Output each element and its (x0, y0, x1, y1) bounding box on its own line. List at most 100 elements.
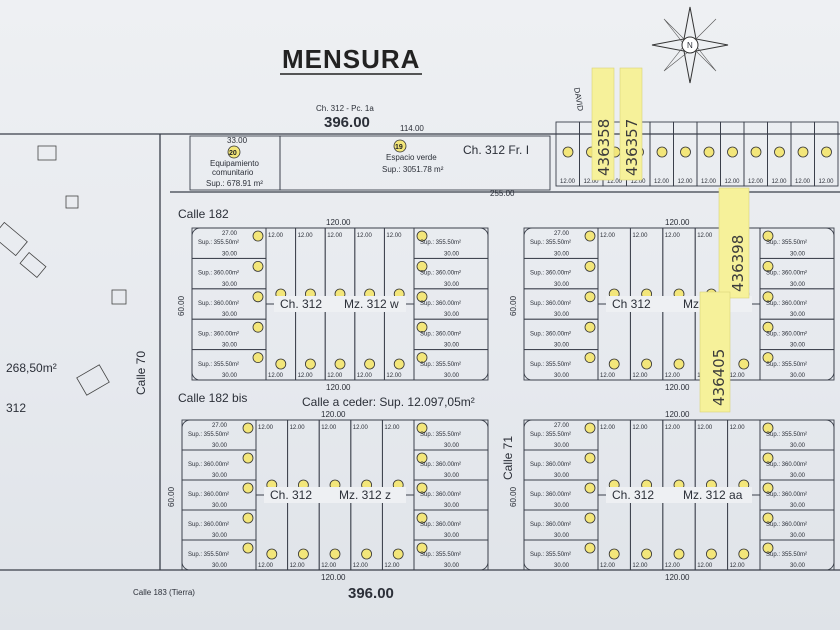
lot-width-label: 30.00 (554, 443, 570, 449)
lot-area-label: Sup.: 360.00m² (530, 331, 571, 337)
lot-number-marker (641, 358, 652, 370)
left-buildings (0, 145, 127, 396)
block-length-label: 120.00 (321, 573, 346, 582)
lot-number-marker (762, 452, 774, 464)
lot-number-marker (673, 548, 685, 560)
lot-number-marker (762, 291, 774, 303)
lot-area-label: Sup.: 355.50m² (766, 362, 807, 368)
lot-number-marker (762, 512, 774, 524)
lot-width-label: 12.00 (632, 425, 648, 431)
lot-width-label: 12.00 (665, 425, 681, 431)
lot-area-label: Sup.: 355.50m² (530, 552, 571, 558)
lot-dim-label: 12.00 (631, 179, 647, 185)
block-length-label: 120.00 (665, 383, 690, 392)
lot-width-label: 12.00 (730, 425, 746, 431)
block-label-bg (274, 296, 406, 312)
equipamiento-line2: comunitario (212, 168, 254, 177)
lot-width-label: 30.00 (222, 251, 238, 257)
lot-area-label: Sup.: 360.00m² (766, 301, 807, 307)
lot-area-label: Sup.: 360.00m² (198, 271, 239, 277)
lot-width-label: 30.00 (212, 503, 228, 509)
block-ch-label: Ch. 312 (270, 488, 312, 502)
lot-number-marker (608, 548, 620, 560)
lot-area-label: Sup.: 355.50m² (766, 432, 807, 438)
block-corner-dim: 27.00 (212, 423, 228, 429)
lot-width-label: 30.00 (444, 282, 460, 288)
block-label-bg (606, 487, 752, 503)
lot-number-marker (364, 358, 376, 370)
lot-area-label: Sup.: 355.50m² (420, 432, 461, 438)
lot-area-label: Sup.: 360.00m² (530, 492, 571, 498)
lot-area-label: Sup.: 355.50m² (766, 240, 807, 246)
lot-area-label: Sup.: 360.00m² (420, 522, 461, 528)
lot-number-marker (242, 422, 254, 434)
equipamiento-line1: Equipamiento (210, 159, 259, 168)
lot-width-label: 12.00 (327, 373, 343, 379)
lot-area-label: Sup.: 360.00m² (766, 462, 807, 468)
lot-dim-label: 12.00 (725, 179, 741, 185)
lot-width-label: 12.00 (632, 563, 648, 569)
lot-number-marker (416, 542, 428, 554)
lot-width-label: 30.00 (222, 282, 238, 288)
lot-width-label: 12.00 (730, 563, 746, 569)
lot-area-label: Sup.: 355.50m² (420, 362, 461, 368)
lot-width-label: 12.00 (600, 373, 616, 379)
lot-number-marker (416, 452, 428, 464)
lot-width-label: 12.00 (600, 563, 616, 569)
equipamiento-sup: Sup.: 678.91 m² (206, 179, 263, 188)
lot-area-label: Sup.: 360.00m² (530, 301, 571, 307)
lot-number-marker (680, 146, 691, 158)
lot-width-label: 12.00 (386, 233, 402, 239)
lot-area-label: Sup.: 355.50m² (420, 240, 461, 246)
lot-width-label: 30.00 (790, 251, 806, 257)
lot-number-marker (562, 146, 574, 158)
lot-number-marker (416, 482, 428, 494)
lot-width-label: 12.00 (665, 563, 681, 569)
block-depth-label: 60.00 (167, 486, 176, 507)
lot-width-label: 12.00 (600, 425, 616, 431)
lot-width-label: 12.00 (268, 233, 284, 239)
lot-width-label: 12.00 (298, 373, 314, 379)
sticky-note-2: 436357 (623, 119, 641, 176)
lot-width-label: 30.00 (790, 533, 806, 539)
lot-dim-label: 12.00 (795, 179, 811, 185)
block-depth-label: 60.00 (509, 295, 518, 316)
block-ch-label: Ch. 312 (280, 297, 322, 311)
lot-area-label: Sup.: 355.50m² (420, 552, 461, 558)
lot-dim-label: 12.00 (654, 179, 670, 185)
lot-number-marker (762, 230, 774, 242)
lot-number-marker (584, 321, 596, 333)
lot-number-marker (416, 352, 428, 364)
lot-width-label: 12.00 (384, 563, 400, 569)
block-label-bg (264, 487, 406, 503)
lot-width-label: 30.00 (444, 343, 460, 349)
lot-number-marker (297, 548, 309, 560)
lot-area-label: Sup.: 360.00m² (420, 492, 461, 498)
compass-rose-icon: N (651, 6, 729, 84)
lot-width-label: 30.00 (554, 282, 570, 288)
equipamiento-dim: 33.00 (227, 136, 248, 145)
lot-number-marker (762, 321, 774, 333)
lot-width-label: 30.00 (212, 473, 228, 479)
block-ch-label: Ch 312 (612, 297, 651, 311)
lot-area-label: Sup.: 360.00m² (530, 522, 571, 528)
lot-dim-label: 12.00 (560, 179, 576, 185)
lot-width-label: 12.00 (665, 373, 681, 379)
lot-width-label: 30.00 (444, 373, 460, 379)
lot-number-marker (393, 358, 405, 370)
lot-width-label: 12.00 (386, 373, 402, 379)
lot-number-marker (416, 512, 428, 524)
lot-width-label: 30.00 (222, 312, 238, 318)
block-depth-label: 60.00 (177, 295, 186, 316)
lot-width-label: 12.00 (730, 373, 746, 379)
lot-dim-label: 12.00 (678, 179, 694, 185)
lot-width-label: 12.00 (384, 425, 400, 431)
lot-width-label: 12.00 (353, 563, 369, 569)
lot-width-label: 12.00 (697, 425, 713, 431)
lot-width-label: 30.00 (554, 251, 570, 257)
lot-width-label: 12.00 (697, 563, 713, 569)
lot-number-marker (821, 146, 832, 158)
svg-text:N: N (687, 41, 693, 50)
lot-number-marker (584, 260, 596, 272)
